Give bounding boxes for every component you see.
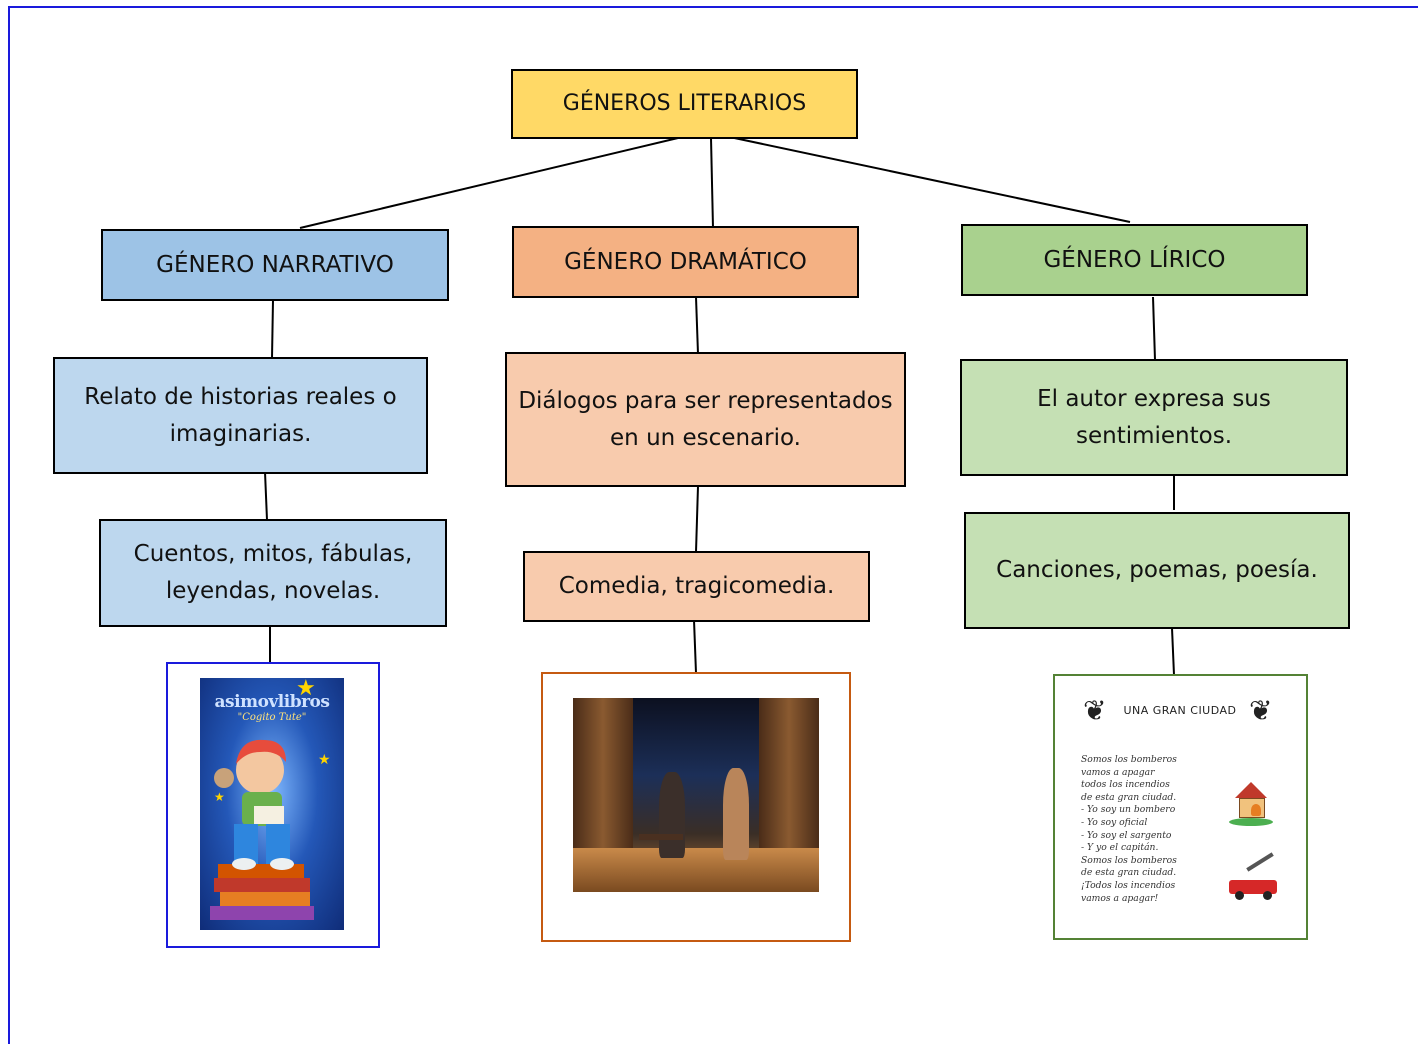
actor-left: [659, 772, 685, 858]
grass-icon: [1229, 818, 1273, 826]
poem-line: Somos los bomberos: [1081, 754, 1177, 765]
stage-floor: [573, 848, 819, 892]
book-cover-illustration: asimovlibros "Cogito Tute" ★ ★ ★: [200, 678, 344, 930]
narrative-description-box: Relato de historias reales o imaginarias…: [53, 357, 428, 474]
house-roof-icon: [1235, 782, 1267, 798]
ladder-icon: [1246, 852, 1274, 872]
poem-sheet: ❦ ❦ UNA GRAN CIUDAD Somos los bomberos v…: [1065, 684, 1295, 934]
lyric-description-box: El autor expresa sus sentimientos.: [960, 359, 1348, 476]
page-border-top: [8, 6, 1418, 8]
narrative-heading-box: GÉNERO NARRATIVO: [101, 229, 449, 301]
ornament-icon: ❦: [1249, 694, 1273, 727]
connector-title-narrative: [299, 137, 679, 229]
poem-line: de esta gran ciudad.: [1081, 791, 1177, 803]
poem-lines: Somos los bomberos vamos a apagar todos …: [1081, 754, 1221, 905]
star-icon: ★: [318, 752, 331, 768]
connector-dramatic-3: [693, 619, 697, 674]
dramatic-examples: Comedia, tragicomedia.: [558, 573, 835, 600]
connector-narrative-1: [271, 299, 274, 359]
poem-line: vamos a apagar!: [1081, 892, 1159, 904]
page-border-left: [8, 6, 10, 1044]
wheel-icon: [1235, 891, 1244, 900]
star-icon: ★: [214, 790, 225, 804]
poem-line: Somos los bomberos: [1081, 854, 1177, 866]
title-text: GÉNEROS LITERARIOS: [562, 91, 807, 117]
lyric-heading: GÉNERO LÍRICO: [1043, 246, 1226, 273]
poem-line: de esta gran ciudad.: [1081, 867, 1177, 879]
lyric-heading-box: GÉNERO LÍRICO: [961, 224, 1308, 296]
poem-line: - Y yo el capitán.: [1081, 842, 1159, 854]
dramatic-heading: GÉNERO DRAMÁTICO: [564, 248, 807, 275]
fire-truck-icon: [1229, 880, 1277, 894]
poem-line: - Yo soy oficial: [1081, 816, 1148, 828]
narrative-heading: GÉNERO NARRATIVO: [156, 251, 394, 278]
title-box: GÉNEROS LITERARIOS: [511, 69, 858, 139]
book-cover-brand: asimovlibros: [214, 692, 330, 712]
stage-table: [639, 834, 683, 840]
poem-title: UNA GRAN CIUDAD: [1123, 704, 1237, 717]
connector-title-dramatic: [710, 137, 714, 229]
connector-lyric-3: [1171, 627, 1175, 676]
poem-line: vamos a apagar: [1081, 766, 1155, 778]
actor-right: [723, 768, 749, 860]
narrative-image-frame: asimovlibros "Cogito Tute" ★ ★ ★: [166, 662, 380, 948]
curtain-left: [573, 698, 633, 848]
lyric-image-frame: ❦ ❦ UNA GRAN CIUDAD Somos los bomberos v…: [1053, 674, 1308, 940]
narrative-examples: Cuentos, mitos, fábulas, leyendas, novel…: [133, 541, 413, 604]
poem-line: todos los incendios: [1081, 779, 1170, 791]
dramatic-examples-box: Comedia, tragicomedia.: [523, 551, 870, 622]
curtain-right: [759, 698, 819, 848]
dramatic-description-box: Diálogos para ser representados en un es…: [505, 352, 906, 487]
ornament-icon: ❦: [1083, 694, 1107, 727]
theater-stage-photo: [573, 698, 819, 892]
lyric-examples: Canciones, poemas, poesía.: [996, 557, 1318, 584]
book-cover-motto: "Cogito Tute": [237, 712, 307, 723]
dramatic-image-frame: [541, 672, 851, 942]
dramatic-description: Diálogos para ser representados en un es…: [518, 387, 893, 451]
connector-dramatic-2: [695, 485, 699, 553]
poem-line: - Yo soy un bombero: [1081, 804, 1176, 816]
star-icon: ★: [296, 678, 316, 701]
connector-dramatic-1: [695, 296, 699, 355]
connector-lyric-1: [1152, 296, 1156, 361]
poem-line: ¡Todos los incendios: [1081, 879, 1176, 891]
connector-title-lyric: [724, 135, 1131, 223]
narrative-examples-box: Cuentos, mitos, fábulas, leyendas, novel…: [99, 519, 447, 627]
reading-boy-icon: [210, 739, 314, 920]
flame-icon: [1251, 804, 1261, 816]
connector-narrative-2: [264, 471, 268, 521]
poem-line: - Yo soy el sargento: [1081, 829, 1172, 841]
narrative-description: Relato de historias reales o imaginarias…: [84, 383, 397, 447]
dramatic-heading-box: GÉNERO DRAMÁTICO: [512, 226, 859, 298]
wheel-icon: [1263, 891, 1272, 900]
lyric-description: El autor expresa sus sentimientos.: [1037, 385, 1271, 449]
lyric-examples-box: Canciones, poemas, poesía.: [964, 512, 1350, 629]
